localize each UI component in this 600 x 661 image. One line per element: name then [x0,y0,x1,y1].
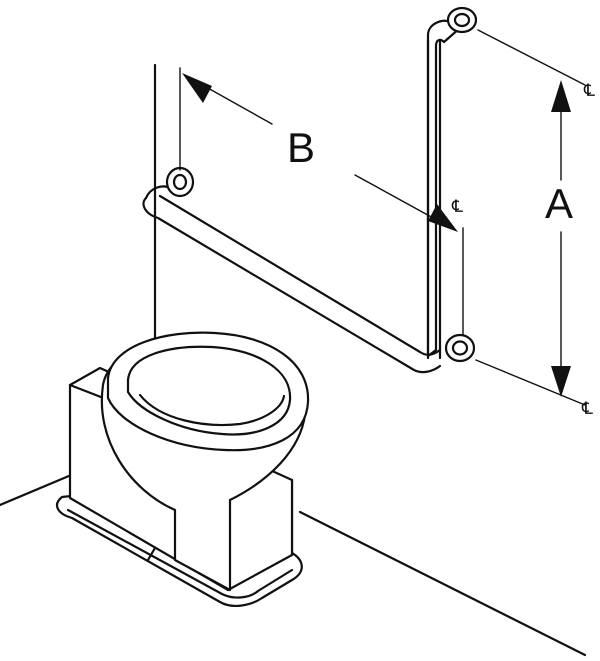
arrow-b-right [428,204,458,232]
arrow-b-left [182,73,212,103]
dimension-b-label: B [287,124,315,171]
dimension-a: A ℄ ℄ [475,29,595,419]
dimension-b: B ℄ [179,67,464,336]
centerline-mark-middle: ℄ [451,197,463,217]
dimension-a-label: A [545,180,573,227]
vertical-grab-bar [426,6,478,363]
toilet [55,331,310,608]
toilet-lid [126,345,292,436]
arrow-a-bottom [551,366,571,397]
arrow-a-top [551,80,571,112]
toilet-seat [106,331,310,452]
centerline-mark-bottom: ℄ [581,399,593,419]
horizontal-grab-bar [142,166,442,374]
centerline-mark-top: ℄ [583,81,595,101]
